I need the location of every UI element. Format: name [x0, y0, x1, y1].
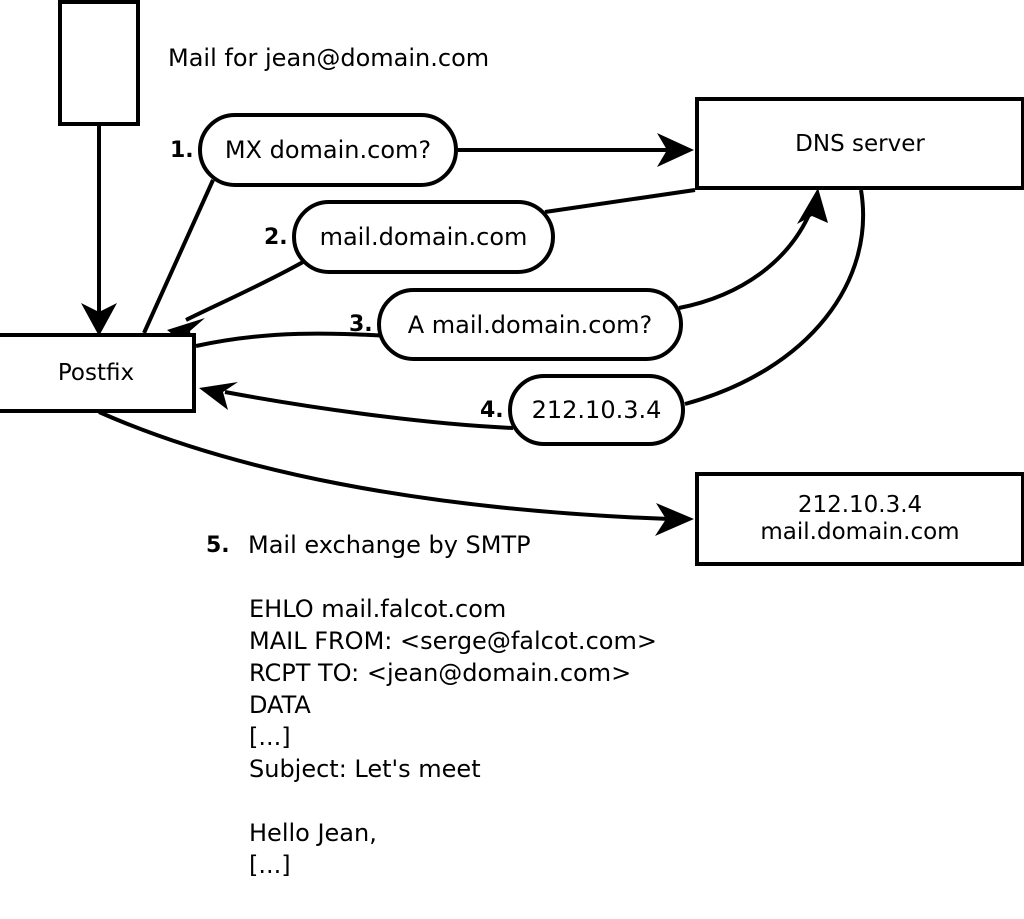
smtp-line: Hello Jean,: [249, 819, 377, 847]
node-dns-server: DNS server: [695, 97, 1024, 190]
node-postfix: Postfix: [0, 333, 196, 413]
step-number-5: 5.: [206, 533, 230, 558]
arrow-postfix-to-bubble1: [142, 179, 215, 334]
bubble-step-3-label: A mail.domain.com?: [407, 310, 653, 339]
bubble-step-4-label: 212.10.3.4: [531, 396, 662, 424]
bubble-step-2: mail.domain.com: [292, 200, 555, 274]
arrow-source-to-postfix: [81, 124, 117, 336]
arrow-dns-to-bubble2: [544, 188, 696, 214]
arrow-bubble1-to-dns: [458, 133, 694, 167]
node-mail-source: [58, 0, 140, 126]
node-postfix-label: Postfix: [57, 360, 135, 386]
node-mail-server: 212.10.3.4 mail.domain.com: [695, 472, 1024, 566]
bubble-step-3: A mail.domain.com?: [377, 288, 683, 361]
node-dns-server-label: DNS server: [795, 130, 925, 157]
step-5-label: Mail exchange by SMTP: [248, 531, 531, 559]
smtp-line: [...]: [249, 723, 291, 751]
smtp-line: MAIL FROM: <serge@falcot.com>: [249, 627, 657, 655]
arrow-dns-to-bubble4: [684, 189, 866, 406]
smtp-line: [...]: [249, 851, 291, 879]
bubble-step-4: 212.10.3.4: [508, 374, 685, 446]
bubble-step-2-label: mail.domain.com: [319, 223, 528, 251]
node-mail-server-ip: 212.10.3.4: [797, 492, 923, 519]
smtp-line: Subject: Let's meet: [249, 755, 481, 783]
step-number-3: 3.: [349, 312, 373, 337]
smtp-line: .: [249, 917, 657, 919]
step-number-4: 4.: [480, 398, 504, 423]
bubble-step-1-label: MX domain.com?: [224, 136, 432, 164]
smtp-line-blank: [249, 885, 657, 917]
node-mail-server-host: mail.domain.com: [760, 519, 960, 545]
arrow-bubble3-to-dns: [678, 188, 828, 310]
arrow-bubble4-to-postfix: [199, 382, 514, 430]
smtp-transcript: EHLO mail.falcot.com MAIL FROM: <serge@f…: [249, 597, 657, 919]
step-number-1: 1.: [170, 138, 194, 163]
smtp-line: EHLO mail.falcot.com: [249, 595, 507, 623]
smtp-line: RCPT TO: <jean@domain.com>: [249, 659, 632, 687]
smtp-line: DATA: [249, 691, 311, 719]
step-number-2: 2.: [264, 225, 288, 250]
page-title: Mail for jean@domain.com: [168, 44, 490, 72]
bubble-step-1: MX domain.com?: [198, 113, 458, 187]
smtp-line-blank: [249, 789, 657, 821]
